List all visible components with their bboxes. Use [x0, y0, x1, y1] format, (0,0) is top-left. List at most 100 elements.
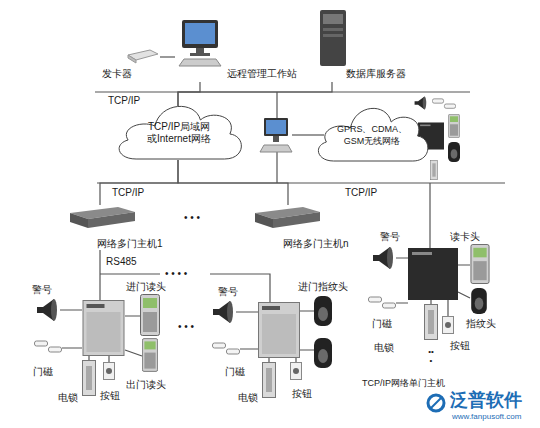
- watermark: 泛普软件: [450, 390, 522, 411]
- part-label: 读卡头: [450, 231, 480, 243]
- wire: [276, 92, 277, 118]
- controller-symbol: [259, 303, 300, 358]
- button-symbol: [104, 363, 115, 380]
- magnet-symbol: [213, 343, 240, 354]
- host-box: [255, 213, 273, 228]
- lock-symbol: [430, 160, 437, 179]
- host-box: [273, 212, 320, 228]
- monitor-stand: [273, 136, 279, 142]
- part-label: • • •: [184, 212, 200, 224]
- magnet-symbol: [432, 99, 455, 108]
- rs485-line: [99, 250, 100, 300]
- part-label: • • •: [178, 321, 194, 333]
- server-bay: [323, 14, 343, 24]
- fingerprint-symbol: [314, 296, 332, 326]
- part-label: 指纹头: [466, 318, 496, 330]
- part-label: TCP/IP: [108, 95, 140, 107]
- button-symbol: [443, 317, 454, 334]
- reader-symbol: [141, 295, 160, 336]
- connector: [100, 160, 178, 205]
- fingerprint-symbol: [314, 338, 332, 368]
- watermark-logo: [430, 397, 442, 409]
- magnet-symbol: [369, 297, 396, 308]
- lock-symbol: [83, 361, 96, 396]
- device-node: 网络多门主机1: [68, 205, 182, 252]
- fingerprint-symbol: [448, 142, 460, 162]
- connector: [160, 56, 175, 57]
- server-tower: [320, 10, 346, 66]
- monitor: [264, 118, 288, 136]
- monitor-screen: [185, 23, 215, 44]
- reader-symbol: [449, 114, 460, 137]
- siren-symbol: [373, 247, 393, 269]
- part-label: 门磁: [372, 318, 392, 330]
- part-label: 警号: [32, 284, 52, 296]
- network-cloud: TCP/IP局域网 或Internet网络: [112, 106, 246, 160]
- node-label: 网络多门主机n: [283, 238, 349, 250]
- lock-symbol: [425, 305, 438, 340]
- connector: [178, 82, 332, 106]
- reader-symbol: [142, 339, 157, 372]
- part-label: TCP/IP: [112, 187, 144, 199]
- part-label: 电锁: [58, 392, 78, 404]
- part-label: RS485: [106, 256, 137, 268]
- host-box: [70, 213, 88, 228]
- part-label: 进门读头: [126, 281, 166, 293]
- monitor-base: [190, 53, 210, 56]
- siren-symbol: [213, 301, 233, 323]
- wire: [292, 134, 324, 135]
- device-node: 远程管理工作站: [175, 16, 312, 82]
- part-label: TCP/IP网络单门主机: [362, 378, 445, 388]
- device-node: 发卡器: [98, 44, 160, 82]
- node-label: 远程管理工作站: [227, 68, 297, 80]
- server-bay: [323, 28, 343, 31]
- part-label: 警号: [380, 231, 400, 243]
- keyboard: [260, 145, 292, 152]
- monitor: [182, 20, 218, 48]
- controller-symbol: [83, 301, 124, 356]
- device-node: 数据库服务器: [316, 8, 412, 82]
- connector: [178, 160, 288, 205]
- server-bay: [323, 34, 343, 37]
- part-label: 警号: [218, 286, 238, 298]
- part-label: 电锁: [374, 342, 394, 354]
- fingerprint-symbol: [471, 288, 487, 314]
- lock-symbol: [263, 363, 276, 398]
- rs485-line: [210, 274, 270, 302]
- part-label: 门磁: [225, 366, 245, 378]
- host-box: [88, 212, 135, 228]
- wires: [60, 92, 505, 362]
- watermark: www.fanpusoft.com: [452, 412, 521, 421]
- siren-symbol: [37, 299, 57, 321]
- watermark-logo: [428, 395, 444, 411]
- network-cloud: GPRS、CDMA、 GSM无线网络: [312, 108, 432, 162]
- part-label: 电锁: [238, 392, 258, 404]
- part-label: 出门读头: [126, 379, 166, 391]
- node-label: GPRS、CDMA、 GSM无线网络: [330, 123, 414, 147]
- cloud-outline: [318, 108, 427, 161]
- cloud-outline: [119, 106, 241, 159]
- part-label: 按钮: [100, 390, 120, 402]
- node-label: 网络多门主机1: [97, 238, 163, 250]
- magnet-symbol: [35, 341, 62, 352]
- node-label: 数据库服务器: [346, 68, 406, 80]
- wire: [276, 152, 277, 183]
- siren-symbol: [415, 97, 427, 110]
- part-label: • • • •: [165, 268, 187, 280]
- keyboard: [179, 59, 221, 66]
- rs485-line: [100, 273, 160, 274]
- wire: [429, 183, 430, 248]
- node-label: TCP/IP局域网 或Internet网络: [139, 121, 219, 145]
- node-label: 发卡器: [102, 68, 132, 80]
- cloud-outline: [312, 108, 432, 162]
- part-label: TCP/IP: [345, 187, 377, 199]
- connector: [178, 82, 200, 106]
- device-node: 网络多门主机n: [253, 205, 362, 252]
- part-label: 进门指纹头: [298, 281, 348, 293]
- part-label: •••: [427, 348, 435, 366]
